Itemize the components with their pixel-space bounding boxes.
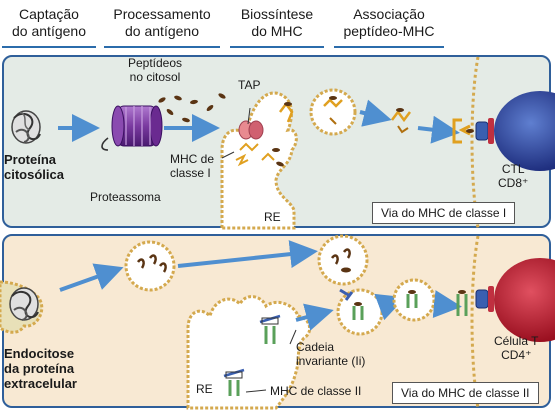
tap-label: TAP [238,78,261,92]
cytosol-peptides-label-line2: no citosol [129,70,181,84]
mhc-class1-label-line2: classe I [170,166,211,180]
header-peptide-mhc-association-line2: peptídeo-MHC [343,23,435,39]
cytosolic-protein-icon [11,110,41,144]
header-antigen-capture: Captação do antígeno [2,0,96,48]
endocytosis-label-line2: da proteína [4,361,75,376]
cytosolic-protein-label-line2: citosólica [4,167,64,182]
ii-fragment [339,288,351,298]
endocytosis-label-line1: Endocitose [4,346,75,361]
header-mhc-biosynthesis-line2: do MHC [251,23,303,39]
mhc-class2-label: MHC de classe II [270,384,362,398]
class2-miic-mhc [344,291,364,320]
class2-mhc-ii-complex-2 [223,368,245,396]
header-peptide-mhc-association-line1: Associação [353,6,425,22]
class2-peptide-vesicle [317,234,369,286]
class2-cell-membrane [470,235,480,409]
header-antigen-processing-line2: do antígeno [125,23,199,39]
class2-miic-vesicle [336,288,384,336]
mhc-class1-label: MHC de classe I [170,152,214,180]
class2-surface-mhc [456,290,468,316]
cd4-label-line2: CD4⁺ [501,348,532,362]
class1-vesicle [309,88,357,136]
header-mhc-biosynthesis-line1: Biossíntese [240,6,314,22]
class1-mhc-in-er [235,142,275,167]
class1-tcr [475,118,494,144]
ctl-label-line2: CD8⁺ [498,176,529,190]
class2-tcr [475,286,494,312]
endocytosis-label: Endocitose da proteína extracelular [4,346,77,391]
cd4-label: Célula T CD4⁺ [494,334,538,362]
arrow-er-to-miic [295,303,334,331]
header-antigen-capture-line2: do antígeno [12,23,86,39]
ctl-label-line1: CTL [501,162,525,176]
class1-er-label: RE [264,210,281,224]
tap-leader-line [247,107,251,125]
header-peptide-mhc-association: Associação peptídeo-MHC [334,0,444,48]
arrow-class1-to-surface [417,115,460,144]
cd4-label-line1: Célula T [494,334,539,348]
header-mhc-biosynthesis: Biossíntese do MHC [230,0,324,48]
class1-mhc-exocytosis [391,108,411,134]
class1-er-lumen [220,91,298,230]
class1-surface-mhc [452,118,474,144]
arrow-to-peptide-vesicle [177,240,318,269]
stage-header-row: Captação do antígeno Processamento do an… [0,0,555,50]
cytosol-peptides-label-line1: Peptídeos [127,56,183,70]
class2-vesicle-mhc [406,290,418,308]
class2-er-lumen [186,295,312,410]
class2-mhc-ii-complex-1 [259,314,281,344]
invariant-chain-label-line1: Cadeia [296,340,335,354]
endosome-peptides [136,254,167,273]
header-antigen-capture-line1: Captação [19,6,79,22]
cytosolic-protein-label: Proteína citosólica [4,152,64,182]
class2-transport-vesicle [392,278,436,322]
arrow-class1-to-vesicle2 [359,99,392,127]
header-antigen-processing: Processamento do antígeno [104,0,220,48]
class1-loaded-mhc-er-tip [279,101,294,123]
endocytosis-label-line3: extracelular [4,376,77,391]
class2-vesicle-peptides [330,248,351,273]
class2-er-label: RE [196,382,213,396]
proteasome-label: Proteassoma [90,190,161,204]
cd4-t-cell [494,258,555,342]
arrow-class2-to-surface [432,290,462,318]
arrow-to-endosome [59,263,124,292]
class1-vesicle-mhc [323,96,343,125]
tap-transporter-icon [238,120,264,140]
ctl-cell [494,91,555,171]
invariant-chain-label: Cadeia invariante (Ii) [296,340,365,368]
class1-pathway-box: Via do MHC de classe I [372,202,516,224]
cytosol-peptides-label: Peptídeos no citosol [100,56,210,84]
endosome-vesicle [124,240,176,292]
cytosolic-protein-label-line1: Proteína [4,152,57,167]
class2-pathway-box: Via do MHC de classe II [392,382,539,404]
extracellular-protein-icon [9,287,39,321]
mhc-class1-label-line1: MHC de [170,152,215,166]
ctl-label: CTL CD8⁺ [498,162,528,190]
ii-leader-line [289,329,297,345]
mhc2-leader-line [245,389,267,393]
mhc1-leader-line [221,151,235,159]
cytosol-peptides [158,93,226,123]
invariant-chain-label-line2: invariante (Ii) [296,354,366,368]
header-antigen-processing-line1: Processamento [113,6,211,22]
proteasome-icon [101,105,163,151]
